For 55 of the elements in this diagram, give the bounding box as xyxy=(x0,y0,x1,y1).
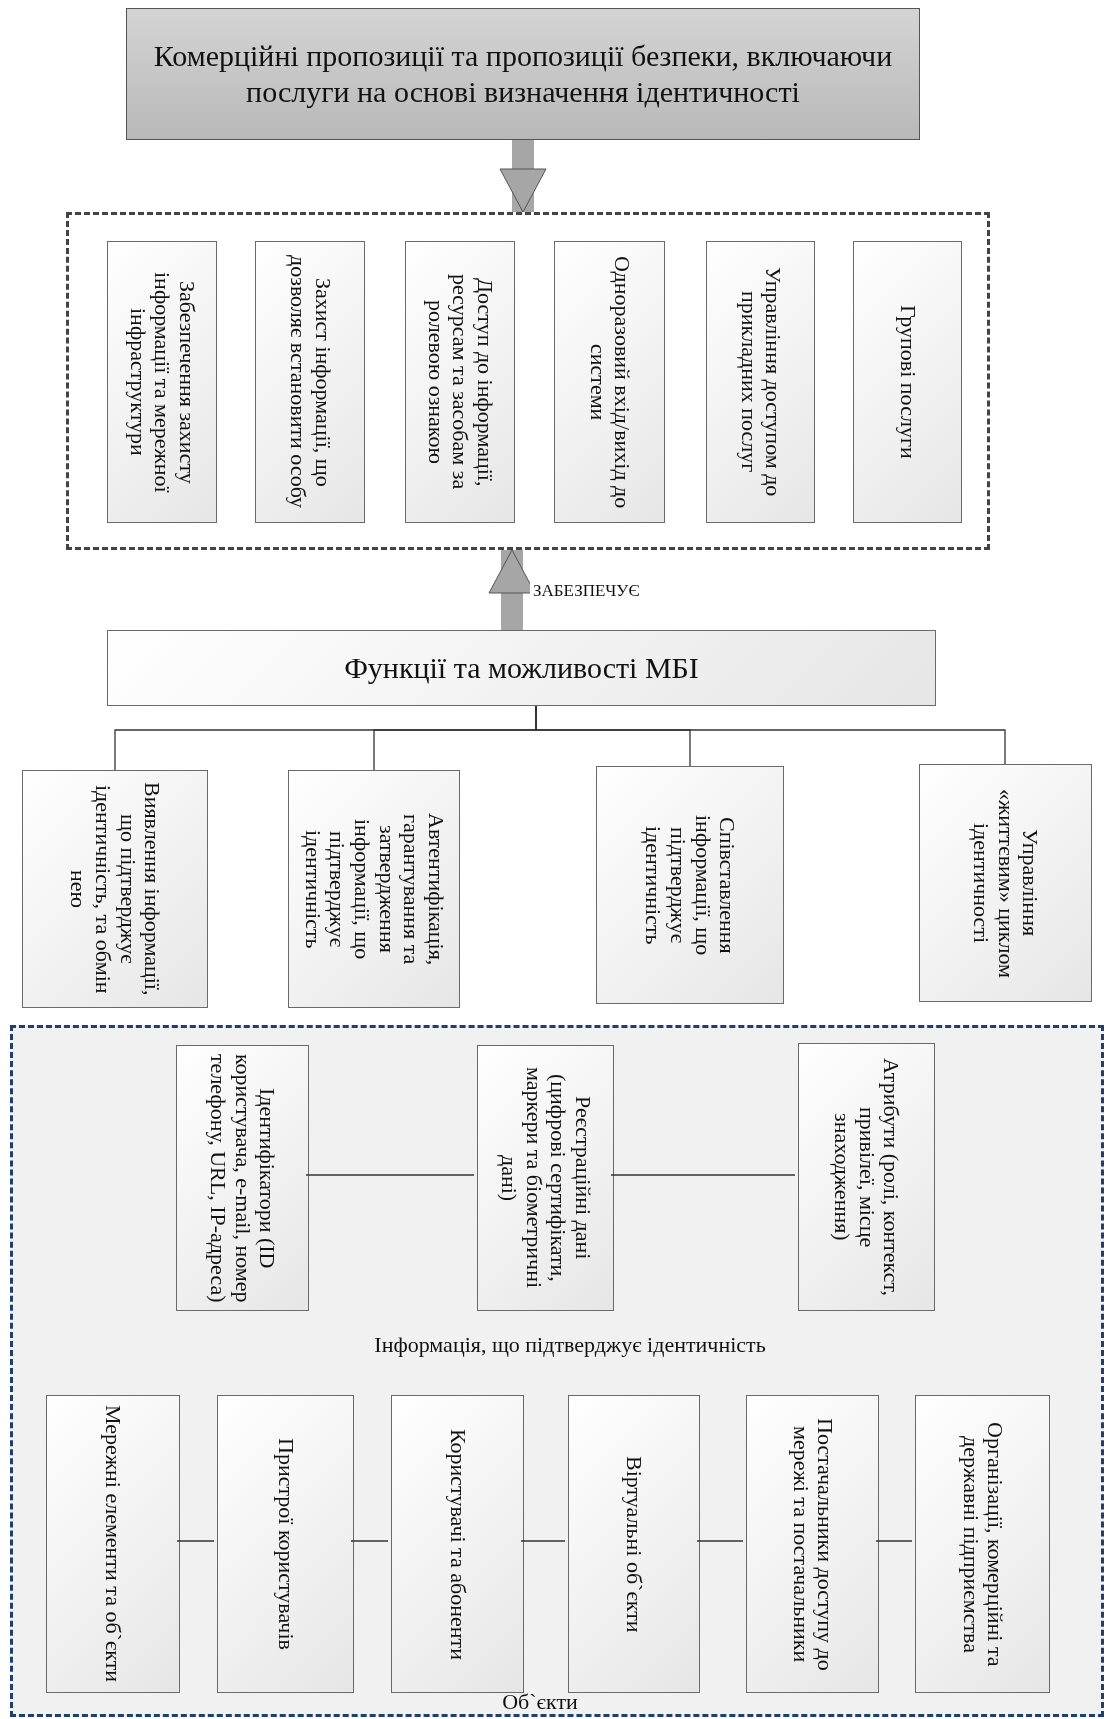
process-box xyxy=(288,770,460,1008)
box-label: Управління доступом до прикладних послуг xyxy=(735,266,786,499)
process-box xyxy=(554,241,665,523)
box-label: Мережні елементи та об`єкти xyxy=(100,1405,126,1683)
box-label: Співставлення інформації, що підтверджує ідентичність xyxy=(640,813,740,958)
connector-line xyxy=(350,1540,389,1542)
connector-line xyxy=(875,1540,913,1542)
connector-line xyxy=(520,1540,566,1542)
process-box xyxy=(391,1395,524,1693)
box-label: Ідентифікатори (ID користувача, e-mail, номер телефону, URL, IP-адреса) xyxy=(205,1053,280,1303)
box-label: Функції та можливості МБІ xyxy=(344,650,699,686)
block-arrow xyxy=(499,140,547,213)
box-label: Групові послуги xyxy=(895,305,920,459)
process-box xyxy=(405,241,515,523)
caption-text: Інформація, що підтверджує ідентичність xyxy=(374,1332,766,1358)
process-box xyxy=(596,766,784,1004)
box-label: Автентифікація, гарантування та затвердження інформації, що підтверджує ідентичність xyxy=(300,811,448,968)
process-box xyxy=(853,241,962,523)
box-label: Забезпечення захисту інформації та мережної інфраструктури xyxy=(125,270,199,495)
caption-text: Об`єкти xyxy=(502,1689,578,1715)
box-label: Віртуальні об`єкти xyxy=(621,1455,647,1633)
connector-line xyxy=(535,705,1006,765)
process-box xyxy=(919,764,1092,1002)
box-label: Пристрої користувачів xyxy=(273,1438,298,1650)
process-box xyxy=(477,1045,614,1311)
process-box xyxy=(22,770,208,1008)
process-box xyxy=(706,241,815,523)
box-label: Комерційні пропозиції та пропозиції безпеки, включаючи послуги на основі визначення ідентичності xyxy=(152,38,894,110)
dashed-group-frame xyxy=(66,212,990,550)
box-label: Захист інформації, що дозволяє встановити особу xyxy=(285,254,335,511)
connector-line xyxy=(610,1174,796,1176)
connector-line xyxy=(176,1540,215,1542)
process-box xyxy=(915,1395,1050,1693)
box-label: Користувачі та абоненти xyxy=(445,1428,470,1660)
process-box xyxy=(107,241,217,523)
box-label: Організації, комерційні та державні підприємства xyxy=(957,1420,1008,1669)
box-label: Одноразовий вхід/вихід до системи xyxy=(584,254,635,511)
process-box xyxy=(255,241,365,523)
box-label: Виявлення інформації, що підтверджує ідентичність, та обмін нею xyxy=(65,781,165,998)
box-label: Постачальники доступу до мережі та постачальники xyxy=(787,1416,838,1673)
box-label: Атрибути (ролі, контекст, привілеї, місце знаходження) xyxy=(829,1057,904,1298)
connector-line xyxy=(305,1174,475,1176)
process-box xyxy=(46,1395,180,1693)
dashed-group-frame xyxy=(10,1025,1104,1717)
box-label: Управління «життєвим» циклом ідентичності xyxy=(968,787,1043,980)
process-box xyxy=(176,1045,309,1311)
process-box xyxy=(746,1395,879,1693)
process-box xyxy=(217,1395,354,1693)
header-box xyxy=(126,8,920,140)
box-label: Доступ до інформації, ресурсам та засобам за ролевою ознакою xyxy=(423,273,497,492)
process-box xyxy=(798,1043,935,1311)
process-box xyxy=(568,1395,700,1693)
connector-line xyxy=(696,1540,744,1542)
box-label: Реєстраційні дані (цифрові сертифікати, маркери та біометричні дані) xyxy=(496,1066,595,1291)
process-box xyxy=(107,630,936,706)
